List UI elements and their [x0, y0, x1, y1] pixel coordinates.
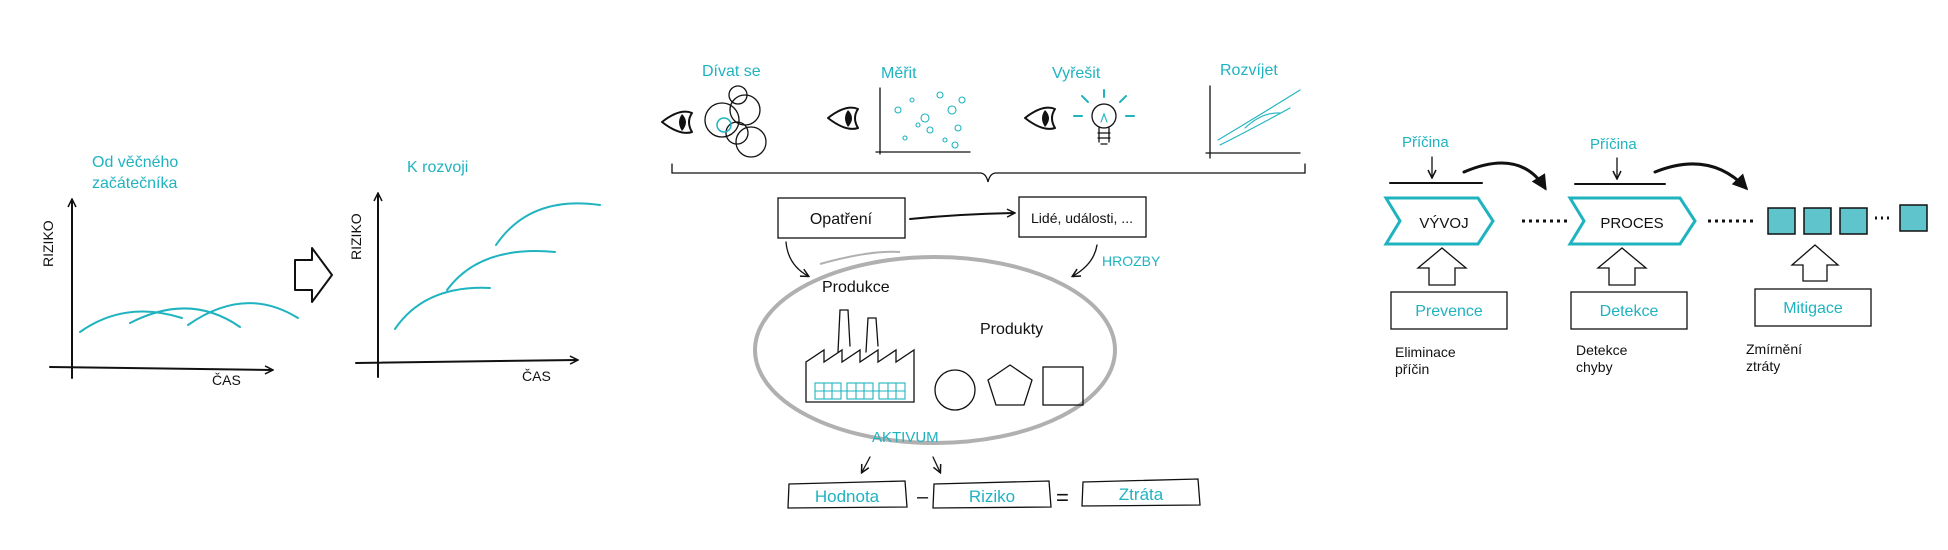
prevention-label: Prevence [1415, 303, 1483, 320]
risk-curve [187, 302, 299, 326]
y-axis-label: RIZIKO [348, 213, 364, 260]
prevention-desc-line1: Eliminace [1395, 344, 1456, 360]
measures-box [777, 197, 906, 239]
detection-desc-line2: chyby [1576, 359, 1613, 375]
mitigation-arrow-icon [1790, 244, 1840, 282]
equation: Hodnota – Riziko = Ztráta [787, 478, 1201, 510]
x-axis-label: ČAS [212, 372, 241, 388]
development-chevron [1383, 196, 1495, 246]
x-axis-label: ČAS [522, 368, 551, 384]
chart-development: K rozvoji RIZIKO ČAS [348, 159, 601, 384]
detection-label: Detekce [1600, 303, 1659, 320]
chart-title-line1: Od věčného [92, 154, 178, 171]
measures-label: Opatření [810, 211, 873, 228]
loss-square [1767, 207, 1796, 235]
equals-sign: = [1056, 485, 1069, 510]
asset-to-risk-arrow [932, 456, 940, 472]
value-box [787, 480, 908, 509]
eye-measure-icon [827, 87, 971, 155]
value-label: Hodnota [815, 487, 880, 506]
production-label: Produkce [822, 279, 890, 296]
square-product-icon [1042, 366, 1084, 406]
products-label: Produkty [980, 321, 1043, 338]
prevention-arrow-icon [1416, 247, 1468, 286]
mitigation-desc-line2: ztráty [1746, 358, 1780, 374]
circle-product-icon [934, 369, 976, 411]
threat-sources-box [1018, 196, 1147, 238]
cause-label-2: Příčina [1590, 136, 1637, 153]
asset-ellipse [753, 255, 1117, 445]
risk-curve [394, 286, 491, 330]
detection-desc-line1: Detekce [1576, 342, 1628, 358]
loss-square [1899, 204, 1928, 232]
pentagon-product-icon [987, 364, 1033, 406]
loss-box [1081, 478, 1201, 507]
step-label-develop: Rozvíjet [1220, 62, 1278, 79]
risk-curve [446, 250, 556, 291]
y-axis-label: RIZIKO [40, 220, 56, 267]
risk-curve [79, 310, 183, 333]
x-axis [49, 367, 272, 370]
process-label: PROCES [1600, 215, 1663, 232]
chart-title: K rozvoji [407, 159, 468, 176]
threat-sources-label: Lidé, události, ... [1031, 210, 1133, 226]
ellipse-overlap-stroke [819, 250, 901, 265]
minus-sign: – [917, 486, 929, 508]
mitigation-desc-line1: Zmírnění [1746, 341, 1802, 357]
step-label-measure: Měřit [881, 65, 917, 82]
eye-bubbles-icon [661, 85, 767, 158]
threats-arrow [1073, 244, 1098, 276]
asset-label: AKTIVUM [872, 429, 939, 446]
mitigation-box [1754, 288, 1872, 327]
asset-to-value-arrow [862, 456, 871, 472]
prevention-box [1390, 291, 1508, 330]
risk-label: Riziko [969, 487, 1015, 506]
step-label-solve: Vyřešit [1052, 65, 1101, 82]
measures-arrow [785, 241, 808, 276]
prevention-desc-line2: příčin [1395, 361, 1429, 377]
risk-box [932, 480, 1052, 509]
cause-flow-arrow-2 [1653, 162, 1749, 191]
x-axis [355, 360, 577, 363]
chart-beginner: Od věčného začátečníka RIZIKO ČAS [40, 154, 299, 388]
loss-square [1803, 207, 1832, 235]
detection-arrow-icon [1596, 247, 1648, 286]
growth-chart-icon [1205, 85, 1301, 159]
process-chevron [1567, 196, 1697, 246]
loss-square [1839, 207, 1868, 235]
eye-lightbulb-icon [1024, 89, 1135, 145]
cause-flow-arrow-1 [1462, 161, 1547, 191]
detection-box [1570, 291, 1688, 330]
chart-title-line2: začátečníka [92, 175, 177, 192]
transition-arrow-icon [294, 247, 333, 303]
cause-label-1: Příčina [1402, 134, 1449, 151]
loss-label: Ztráta [1119, 485, 1164, 504]
threats-label: HROZBY [1102, 253, 1161, 269]
risk-curve [495, 202, 601, 246]
brace [671, 163, 1306, 183]
development-label: VÝVOJ [1419, 215, 1468, 232]
step-label-look: Dívat se [702, 63, 761, 80]
top-steps: Dívat se Měřit Vyřešit Rozvíjet [661, 62, 1306, 183]
factory-icon [805, 309, 915, 403]
mitigation-label: Mitigace [1783, 300, 1843, 317]
measures-to-threats-arrow [909, 213, 1014, 220]
risk-curve [129, 307, 241, 328]
